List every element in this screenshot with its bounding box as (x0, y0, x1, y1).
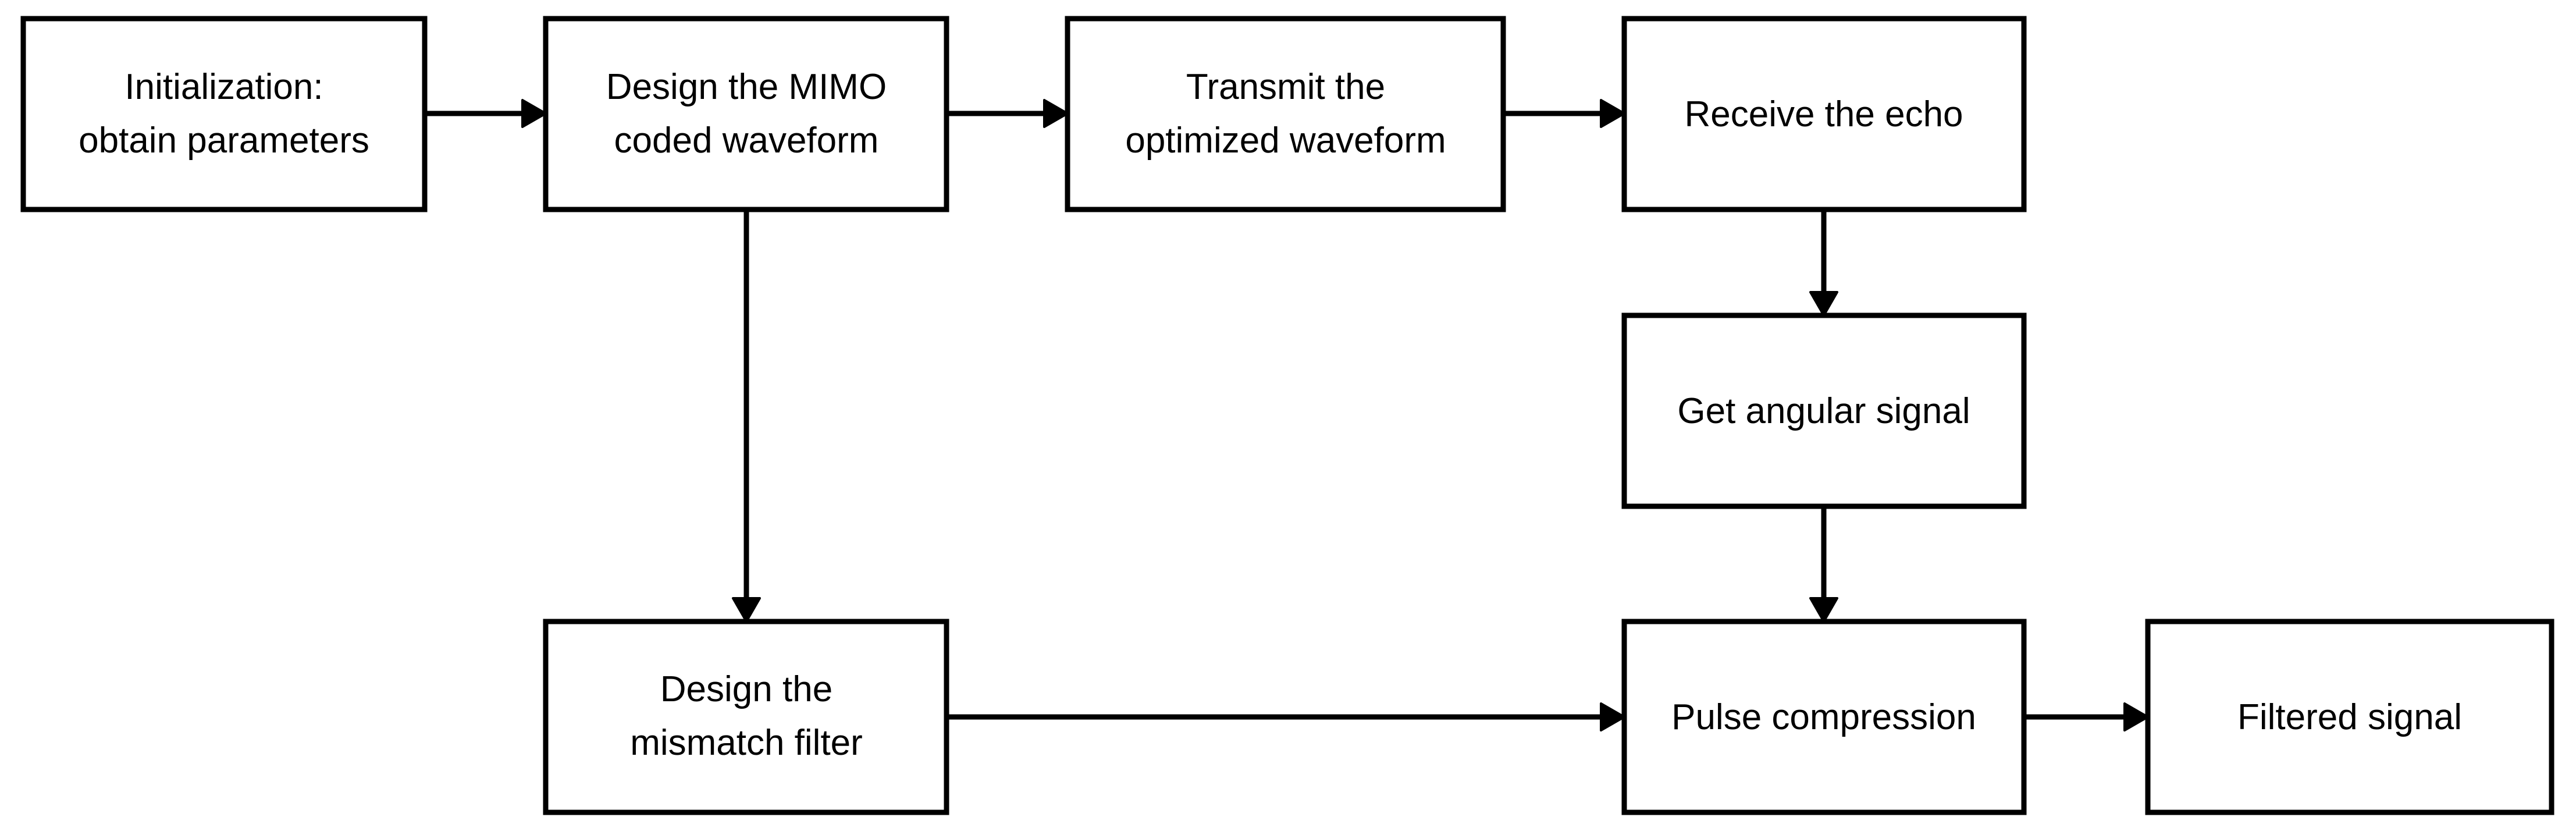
node-mismatch-line-1: Design the (660, 669, 832, 709)
node-initialization-line-2: obtain parameters (79, 120, 369, 161)
node-receive-line-1: Receive the echo (1684, 94, 1963, 134)
node-filtered-signal: Filtered signal (2145, 619, 2554, 815)
arrow-transmit-to-receive (1503, 99, 1625, 128)
arrow-angular-to-pulse (1809, 506, 1838, 623)
node-mismatch-line-2: mismatch filter (630, 723, 863, 763)
node-angular-line-1: Get angular signal (1677, 391, 1970, 431)
node-design-mimo-line-1: Design the MIMO (606, 67, 887, 107)
arrow-design-mimo-to-transmit (947, 99, 1069, 128)
node-receive-echo: Receive the echo (1621, 16, 2027, 212)
arrow-design-mimo-to-mismatch (732, 209, 761, 623)
node-filtered-line-1: Filtered signal (2237, 697, 2462, 737)
node-pulse-compression: Pulse compression (1621, 619, 2027, 815)
arrow-pulse-to-filtered (2024, 702, 2149, 731)
node-transmit-line-2: optimized waveform (1125, 120, 1446, 161)
arrow-receive-to-angular (1809, 209, 1838, 317)
node-initialization: Initialization: obtain parameters (20, 16, 428, 212)
arrow-mismatch-to-pulse (947, 702, 1625, 731)
arrow-init-to-design-mimo (425, 99, 547, 128)
node-initialization-line-1: Initialization: (124, 67, 323, 107)
node-design-mimo-line-2: coded waveform (614, 120, 879, 161)
node-pulse-line-1: Pulse compression (1671, 697, 1976, 737)
node-angular-signal: Get angular signal (1621, 312, 2027, 509)
node-design-mimo-waveform: Design the MIMO coded waveform (543, 16, 949, 212)
node-transmit-line-1: Transmit the (1186, 67, 1385, 107)
node-mismatch-filter: Design the mismatch filter (543, 619, 949, 815)
node-transmit-waveform: Transmit the optimized waveform (1065, 16, 1506, 212)
